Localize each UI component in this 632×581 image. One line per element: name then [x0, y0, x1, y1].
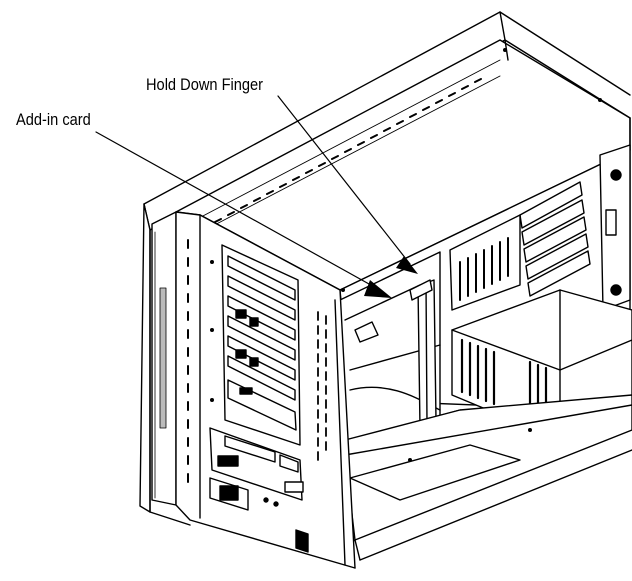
chassis-base	[344, 394, 632, 569]
screw-dots	[210, 48, 602, 462]
top-cover	[175, 39, 631, 291]
hold-down-finger-leader	[277, 95, 411, 265]
add-in-card-leader	[95, 131, 379, 290]
front-panel	[175, 211, 356, 569]
hold-down-finger-arrowhead	[396, 256, 418, 274]
hold-down-finger-label: Hold Down Finger	[146, 75, 264, 94]
hold-down-finger	[409, 279, 437, 429]
add-in-card-arrowhead	[364, 280, 392, 298]
callout-leaders	[95, 95, 418, 298]
add-in-card-label: Add-in card	[16, 110, 91, 129]
front-bezel	[139, 11, 631, 526]
